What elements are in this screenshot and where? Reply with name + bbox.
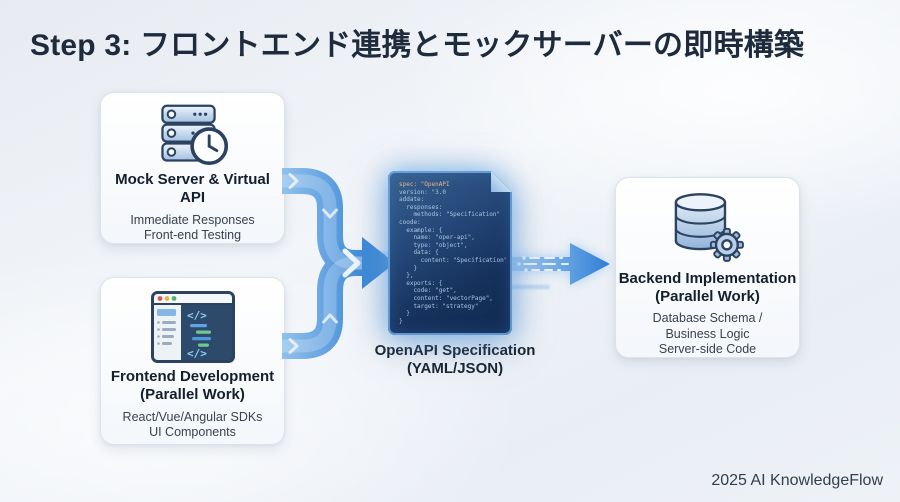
mock-server-subtitle: Immediate Responses Front-end Testing xyxy=(130,212,255,242)
folded-corner xyxy=(491,171,512,192)
frontend-subtitle: React/Vue/Angular SDKs UI Components xyxy=(122,409,263,439)
openapi-code: spec: "OpenAPI version: "3.0 addate: res… xyxy=(399,181,506,325)
openapi-label: OpenAPI Specification (YAML/JSON) xyxy=(374,342,536,378)
footer-credit: 2025 AI KnowledgeFlow xyxy=(711,472,883,489)
document-page: spec: "OpenAPI version: "3.0 addate: res… xyxy=(388,171,512,335)
mock-server-card: Mock Server & Virtual API Immediate Resp… xyxy=(100,92,285,244)
merge-arrows xyxy=(282,168,395,359)
server-clock-icon xyxy=(160,104,228,166)
svg-text:</>: </> xyxy=(187,309,207,322)
frontend-card: </> </> Frontend Development (Parallel W… xyxy=(100,277,285,445)
svg-text:</>: </> xyxy=(187,347,207,360)
openapi-spec-document: spec: "OpenAPI version: "3.0 addate: res… xyxy=(388,171,512,335)
speed-streak xyxy=(498,285,550,289)
database-gear-icon xyxy=(674,193,744,262)
backend-title: Backend Implementation (Parallel Work) xyxy=(618,269,797,305)
mock-server-title: Mock Server & Virtual API xyxy=(115,170,270,207)
backend-card: Backend Implementation (Parallel Work) D… xyxy=(615,177,800,358)
browser-code-icon: </> </> xyxy=(150,291,235,363)
backend-subtitle: Database Schema / Business Logic Server-… xyxy=(652,311,763,356)
page-title: Step 3: フロントエンド連携とモックサーバーの即時構築 xyxy=(30,29,805,62)
doc-to-backend-arrow xyxy=(510,243,610,285)
frontend-title: Frontend Development (Parallel Work) xyxy=(110,368,275,404)
